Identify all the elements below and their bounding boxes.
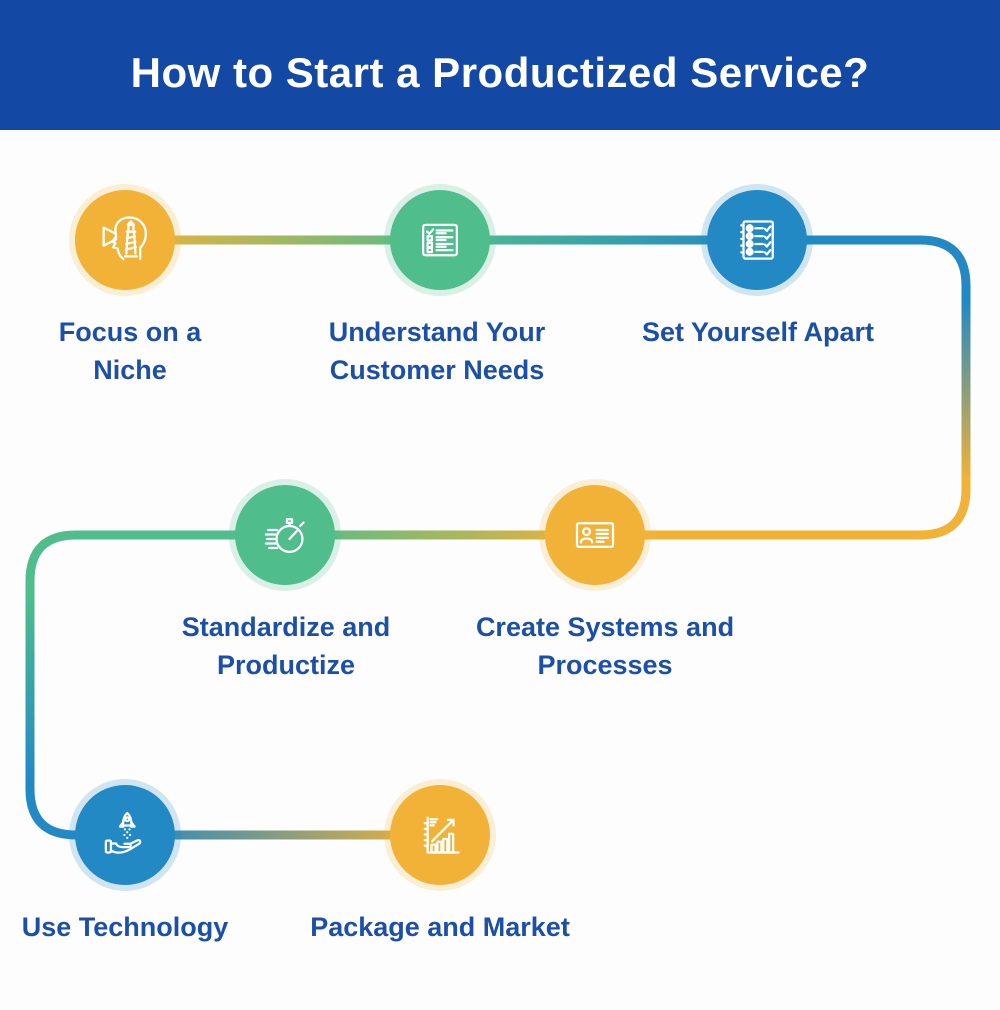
step-circle-standardize xyxy=(235,485,335,585)
id-card-icon xyxy=(575,522,615,548)
step-circle-create-systems xyxy=(545,485,645,585)
list-checks-icon xyxy=(740,220,774,260)
step-label-customer-needs: Understand Your Customer Needs xyxy=(328,317,546,386)
step-circle-focus-niche xyxy=(75,190,175,290)
step-circle-use-technology xyxy=(75,785,175,885)
step-label-focus-niche: Focus on a Niche xyxy=(58,317,202,386)
checklist-icon xyxy=(422,223,458,257)
megaphone-lighthouse-head-icon xyxy=(102,216,147,261)
rocket-hand-icon xyxy=(104,811,142,854)
step-circle-customer-needs xyxy=(390,190,490,290)
stopwatch-icon xyxy=(264,518,305,553)
growth-chart-icon xyxy=(423,816,460,854)
step-label-standardize: Standardize and Productize xyxy=(181,612,391,681)
title-banner: How to Start a Productized Service? xyxy=(0,0,1000,130)
step-circle-package-market xyxy=(390,785,490,885)
step-label-set-apart: Set Yourself Apart xyxy=(641,317,875,347)
step-circle-set-apart xyxy=(707,190,807,290)
step-label-use-technology: Use Technology xyxy=(21,912,229,942)
step-label-package-market: Package and Market xyxy=(310,912,570,942)
step-label-create-systems: Create Systems and Processes xyxy=(475,612,735,681)
page-title: How to Start a Productized Service? xyxy=(130,49,870,96)
